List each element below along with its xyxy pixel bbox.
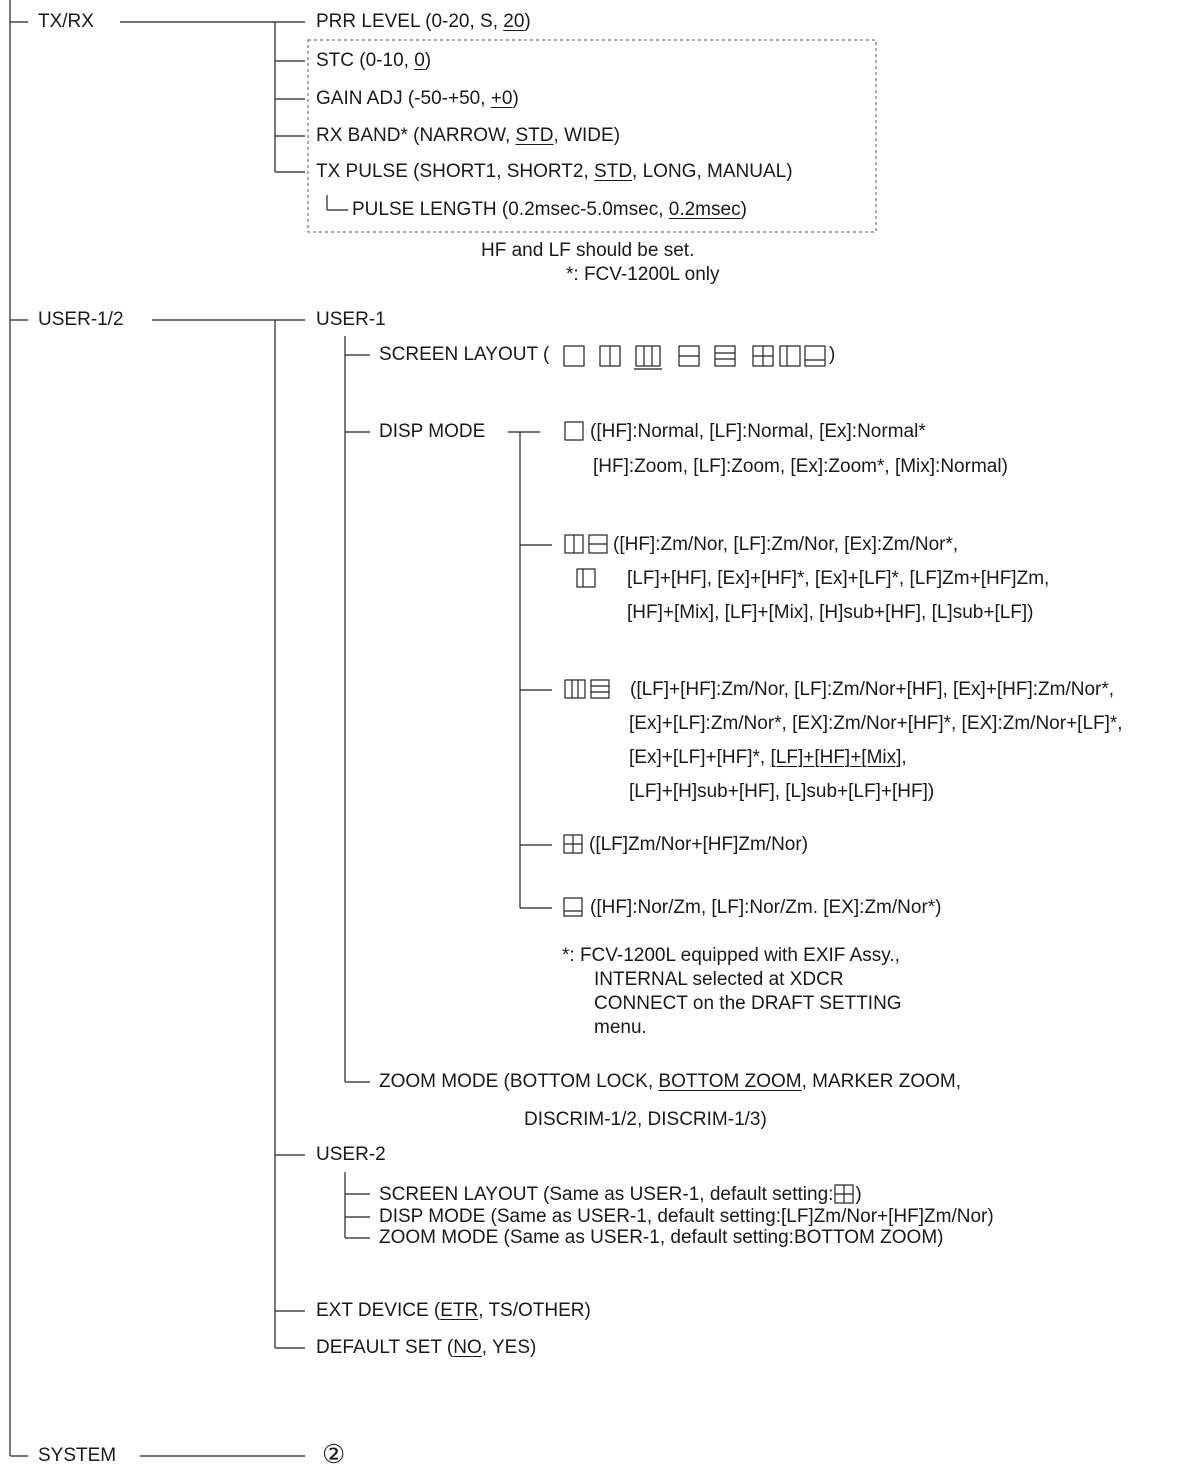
zoom-mode-text: ZOOM MODE (BOTTOM LOCK, [379, 1071, 659, 1092]
layout-bottom-panel-icon [804, 345, 826, 367]
screen-layout-close: ) [829, 344, 836, 365]
disp-footnote-line3: CONNECT on the DRAFT SETTING [594, 993, 902, 1014]
ext-device-default: ETR [440, 1300, 479, 1321]
gain-adj-close: ) [512, 88, 519, 109]
user2-screen-layout: SCREEN LAYOUT (Same as USER-1, default s… [379, 1183, 862, 1206]
disp-footnote-line2: INTERNAL selected at XDCR [594, 969, 844, 990]
disp-group2-line3: [HF]+[Mix], [LF]+[Mix], [H]sub+[HF], [L]… [627, 602, 1034, 623]
layout-triple-horizontal-icon [714, 345, 736, 367]
disp-group3-line3-comma: , [901, 747, 907, 768]
system-label: SYSTEM [38, 1445, 117, 1466]
user2-screen-layout-text: SCREEN LAYOUT (Same as USER-1, default s… [379, 1184, 834, 1205]
screen-layout-icons [563, 345, 826, 370]
ext-device-text: EXT DEVICE ( [316, 1300, 441, 1321]
layout-side-panel-icon [779, 345, 801, 367]
tx-pulse-default: STD [594, 161, 633, 182]
ext-device-item: EXT DEVICE (ETR, TS/OTHER) [316, 1300, 591, 1322]
disp-footnote-line4: menu. [594, 1017, 647, 1038]
stc-text: STC (0-10, [316, 50, 415, 71]
disp-group3-line3: [Ex]+[LF]+[HF]*, [LF]+[HF]+[Mix], [629, 747, 907, 769]
gain-adj-text: GAIN ADJ (-50-+50, [316, 88, 491, 109]
user-1-2-label: USER-1/2 [38, 309, 124, 330]
gain-adj-item: GAIN ADJ (-50-+50, +0) [316, 88, 519, 110]
disp-triple-vertical-icon [564, 679, 586, 699]
gain-adj-default: +0 [490, 88, 513, 109]
system-ref-circled-2: ② [322, 1439, 346, 1469]
default-set-item: DEFAULT SET (NO, YES) [316, 1337, 536, 1359]
user2-screen-layout-close: ) [855, 1184, 862, 1205]
prr-level-item: PRR LEVEL (0-20, S, 20) [316, 11, 531, 33]
tx-pulse-item: TX PULSE (SHORT1, SHORT2, STD, LONG, MAN… [316, 161, 793, 183]
user-2-label: USER-2 [316, 1144, 386, 1165]
disp-group1-line1: ([HF]:Normal, [LF]:Normal, [Ex]:Normal* [590, 421, 926, 442]
disp-triple-horizontal-icon [590, 679, 610, 699]
rx-band-default: STD [515, 125, 554, 146]
pulse-length-close: ) [740, 199, 747, 220]
layout-quad-icon [752, 345, 774, 367]
prr-level-default: 20 [503, 11, 525, 32]
disp-group3-line1: ([LF]+[HF]:Zm/Nor, [LF]:Zm/Nor+[HF], [Ex… [630, 679, 1115, 700]
stc-close: ) [424, 50, 432, 71]
rx-band-close: , WIDE) [553, 125, 621, 146]
zoom-mode-rest: , MARKER ZOOM, [801, 1071, 961, 1092]
default-set-rest: , YES) [481, 1337, 537, 1358]
pulse-length-default: 0.2msec [668, 199, 741, 220]
screen-layout-label: SCREEN LAYOUT ( [379, 344, 550, 365]
zoom-mode-line2: DISCRIM-1/2, DISCRIM-1/3) [524, 1109, 767, 1130]
disp-side-panel-icon [576, 568, 596, 588]
disp-group3-icons [564, 679, 610, 699]
zoom-mode-default: BOTTOM ZOOM [658, 1071, 802, 1092]
default-set-default: NO [453, 1337, 482, 1358]
disp-dual-horizontal-icon [588, 534, 608, 554]
user2-disp-mode: DISP MODE (Same as USER-1, default setti… [379, 1206, 994, 1227]
disp-group3-line3-text: [Ex]+[LF]+[HF]*, [629, 747, 771, 768]
user2-quad-icon [834, 1184, 855, 1204]
prr-level-text: PRR LEVEL (0-20, S, [316, 11, 504, 32]
zoom-mode-item: ZOOM MODE (BOTTOM LOCK, BOTTOM ZOOM, MAR… [379, 1071, 961, 1093]
default-set-text: DEFAULT SET ( [316, 1337, 454, 1358]
user2-zoom-mode: ZOOM MODE (Same as USER-1, default setti… [379, 1227, 944, 1248]
disp-footnote-line1: *: FCV-1200L equipped with EXIF Assy., [562, 945, 900, 966]
rx-band-item: RX BAND* (NARROW, STD, WIDE) [316, 125, 620, 147]
disp-group5: ([HF]:Nor/Zm, [LF]:Nor/Zm. [EX]:Zm/Nor*) [590, 897, 942, 918]
disp-group2-line1: ([HF]:Zm/Nor, [LF]:Zm/Nor, [Ex]:Zm/Nor*, [613, 534, 959, 555]
disp-group1-line2: [HF]:Zoom, [LF]:Zoom, [Ex]:Zoom*, [Mix]:… [593, 456, 1008, 477]
disp-bottom-panel-icon [563, 897, 583, 917]
disp-dual-vertical-icon [564, 534, 584, 554]
prr-level-close: ) [524, 11, 531, 32]
layout-dual-horizontal-icon [678, 345, 700, 367]
tx-pulse-close: , LONG, MANUAL) [632, 161, 793, 182]
ext-device-rest: , TS/OTHER) [478, 1300, 591, 1321]
pulse-length-text: PULSE LENGTH (0.2msec-5.0msec, [352, 199, 669, 220]
tx-pulse-text: TX PULSE (SHORT1, SHORT2, [316, 161, 595, 182]
stc-item: STC (0-10, 0) [316, 50, 431, 72]
tx-rx-label: TX/RX [38, 11, 94, 32]
disp-group3-line2: [Ex]+[LF]:Zm/Nor*, [EX]:Zm/Nor+[HF]*, [E… [629, 713, 1123, 734]
disp-group3-line4: [LF]+[H]sub+[HF], [L]sub+[LF]+[HF]) [629, 781, 935, 802]
layout-dual-vertical-icon [599, 345, 621, 367]
disp-group3-default: [LF]+[HF]+[Mix] [770, 747, 902, 768]
layout-single-icon [563, 345, 585, 367]
disp-group2-icons [564, 534, 608, 554]
disp-mode-label: DISP MODE [379, 421, 486, 442]
txrx-note-fcv: *: FCV-1200L only [566, 264, 720, 285]
stc-default: 0 [414, 50, 425, 71]
disp-group2-line2: [LF]+[HF], [Ex]+[HF]*, [Ex]+[LF]*, [LF]Z… [627, 568, 1050, 589]
layout-triple-vertical-icon [635, 345, 661, 367]
txrx-note-hf-lf: HF and LF should be set. [481, 240, 695, 261]
pulse-length-item: PULSE LENGTH (0.2msec-5.0msec, 0.2msec) [352, 199, 747, 221]
disp-group4: ([LF]Zm/Nor+[HF]Zm/Nor) [589, 834, 809, 855]
disp-quad-icon [563, 834, 583, 854]
rx-band-text: RX BAND* (NARROW, [316, 125, 516, 146]
user-1-label: USER-1 [316, 309, 386, 330]
disp-single-icon [564, 421, 584, 441]
